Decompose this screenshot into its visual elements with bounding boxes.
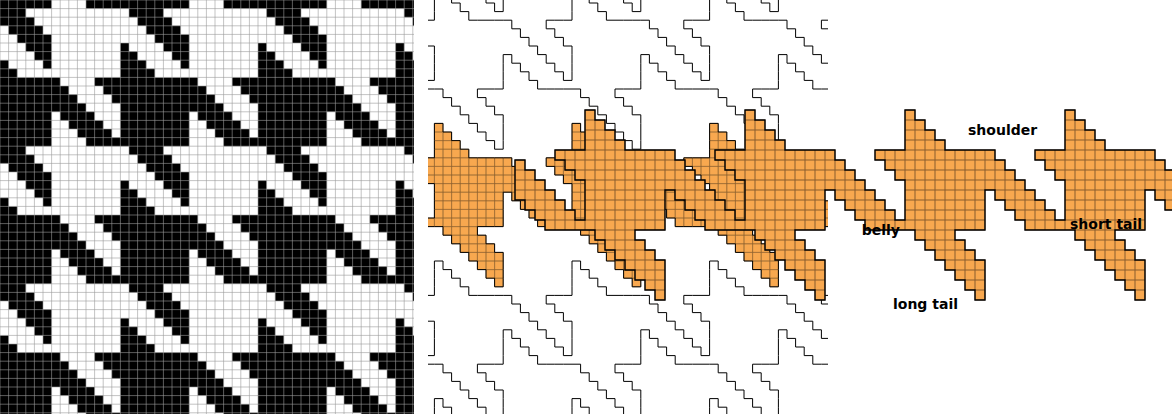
dark-cells (0, 0, 439, 414)
pattern-panel (0, 0, 439, 414)
grid-lines (0, 0, 430, 414)
tile-outline (515, 110, 1172, 300)
single-tile (515, 110, 1172, 300)
part-label: long tail (893, 296, 958, 313)
light-ground (0, 0, 414, 414)
single-tile-panel (515, 110, 1172, 300)
part-label: belly (862, 222, 900, 239)
part-label: short tail (1070, 216, 1142, 233)
part-label: shoulder (968, 122, 1037, 139)
